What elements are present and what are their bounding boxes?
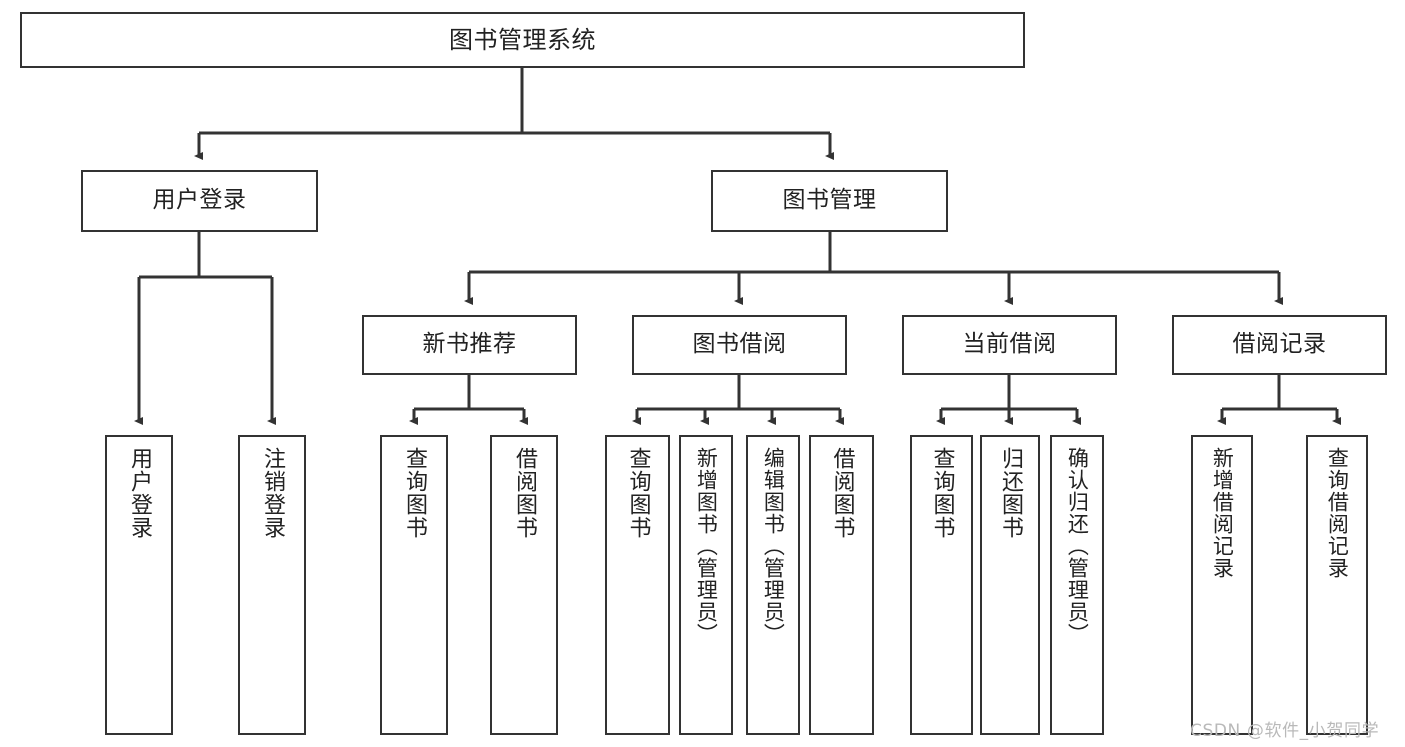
node-current-borrow[interactable]: 当前借阅 [902, 315, 1117, 375]
node-book-borrow[interactable]: 图书借阅 [632, 315, 847, 375]
node-label: 编辑图书（管理员） [761, 447, 786, 645]
node-label: 当前借阅 [962, 331, 1057, 358]
node-user-login[interactable]: 用户登录 [81, 170, 318, 232]
node-label: 图书管理系统 [449, 25, 596, 54]
node-label: 查询借阅记录 [1325, 447, 1350, 579]
node-leaf-query-record[interactable]: 查询借阅记录 [1306, 435, 1368, 735]
node-label: 确认归还（管理员） [1065, 447, 1090, 645]
node-borrow-record[interactable]: 借阅记录 [1172, 315, 1387, 375]
node-leaf-borrow-book-1[interactable]: 借阅图书 [490, 435, 558, 735]
node-label: 借阅图书 [511, 447, 537, 539]
node-label: 查询图书 [401, 447, 427, 539]
node-label: 用户登录 [126, 447, 152, 539]
node-label: 用户登录 [152, 187, 247, 214]
node-label: 新书推荐 [422, 331, 517, 358]
node-leaf-query-book-3[interactable]: 查询图书 [910, 435, 973, 735]
node-leaf-borrow-book-2[interactable]: 借阅图书 [809, 435, 874, 735]
node-leaf-logout[interactable]: 注销登录 [238, 435, 306, 735]
csdn-watermark: CSDN @软件_小贺同学 [1190, 721, 1380, 741]
node-leaf-edit-book[interactable]: 编辑图书（管理员） [746, 435, 800, 735]
node-label: 新增借阅记录 [1210, 447, 1235, 579]
node-leaf-query-book-2[interactable]: 查询图书 [605, 435, 670, 735]
node-label: 归还图书 [997, 447, 1023, 539]
node-label: 新增图书（管理员） [694, 447, 719, 645]
node-label: 注销登录 [259, 447, 285, 539]
node-leaf-query-book-1[interactable]: 查询图书 [380, 435, 448, 735]
node-leaf-confirm-return[interactable]: 确认归还（管理员） [1050, 435, 1104, 735]
node-label: 查询图书 [625, 447, 651, 539]
node-leaf-return-book[interactable]: 归还图书 [980, 435, 1040, 735]
node-leaf-add-record[interactable]: 新增借阅记录 [1191, 435, 1253, 735]
node-book-management[interactable]: 图书管理 [711, 170, 948, 232]
node-leaf-user-login[interactable]: 用户登录 [105, 435, 173, 735]
node-leaf-add-book[interactable]: 新增图书（管理员） [679, 435, 733, 735]
node-label: 图书管理 [782, 187, 877, 214]
node-label: 借阅记录 [1232, 331, 1327, 358]
node-label: 图书借阅 [692, 331, 787, 358]
node-new-book-recommend[interactable]: 新书推荐 [362, 315, 577, 375]
node-label: 借阅图书 [829, 447, 855, 539]
node-root-system[interactable]: 图书管理系统 [20, 12, 1025, 68]
node-label: 查询图书 [929, 447, 955, 539]
